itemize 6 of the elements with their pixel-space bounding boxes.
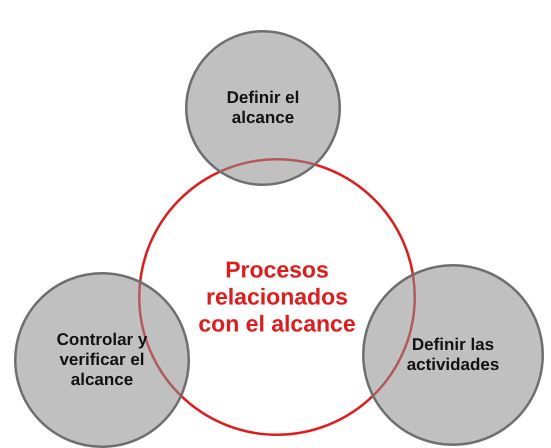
circle-node: [14, 272, 190, 448]
node-label: Definir las actividades: [406, 335, 500, 375]
circle-node: [362, 264, 544, 446]
node-label: Procesos relacionados con el alcance: [197, 256, 357, 338]
node-label: Definir el alcance: [226, 88, 300, 128]
circle-node: [185, 30, 341, 186]
